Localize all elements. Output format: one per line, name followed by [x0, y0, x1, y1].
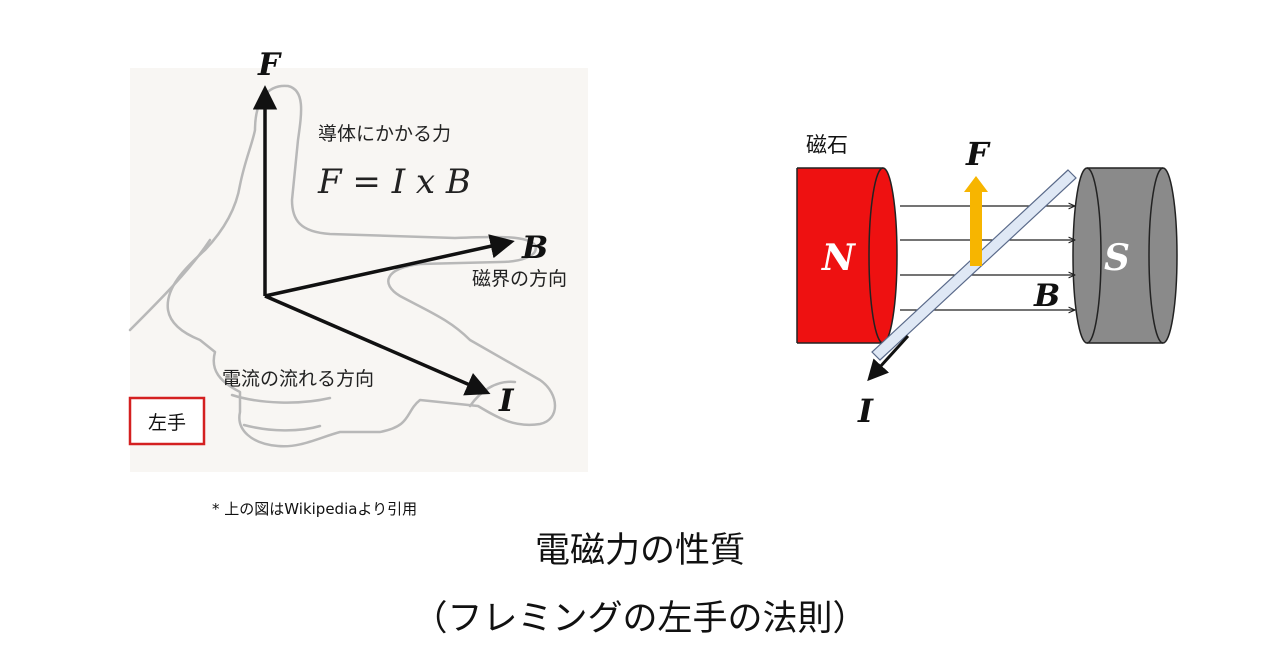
- current-arrow: [264, 294, 491, 396]
- current-arrow-right: [867, 334, 910, 382]
- current-letter-right: I: [857, 392, 874, 430]
- south-label: S: [1104, 237, 1130, 279]
- force-formula: F = I x B: [317, 162, 471, 202]
- magnet-label: 磁石: [806, 133, 848, 157]
- north-label: N: [821, 237, 857, 279]
- force-letter: F: [257, 47, 282, 83]
- citation-note: * 上の図はWikipediaより引用: [212, 500, 418, 518]
- left-hand-label: 左手: [148, 412, 186, 434]
- force-letter-right: F: [965, 135, 991, 173]
- hand-image-background: [130, 68, 588, 472]
- field-description: 磁界の方向: [472, 268, 567, 290]
- slide-subtitle: （フレミングの左手の法則）: [412, 599, 868, 639]
- north-pole-magnet: N: [796, 167, 898, 344]
- force-description: 導体にかかる力: [318, 123, 451, 145]
- hand-outline: [128, 84, 557, 448]
- left-hand-box: [128, 396, 206, 446]
- field-arrow: [264, 234, 515, 298]
- current-description: 電流の流れる方向: [222, 368, 374, 390]
- field-letter-right: B: [1033, 278, 1060, 314]
- south-pole-magnet: S: [1072, 167, 1178, 344]
- slide-title: 電磁力の性質: [534, 531, 745, 571]
- force-arrow-orange: [964, 176, 988, 266]
- current-letter: I: [498, 383, 515, 419]
- field-letter: B: [521, 230, 548, 266]
